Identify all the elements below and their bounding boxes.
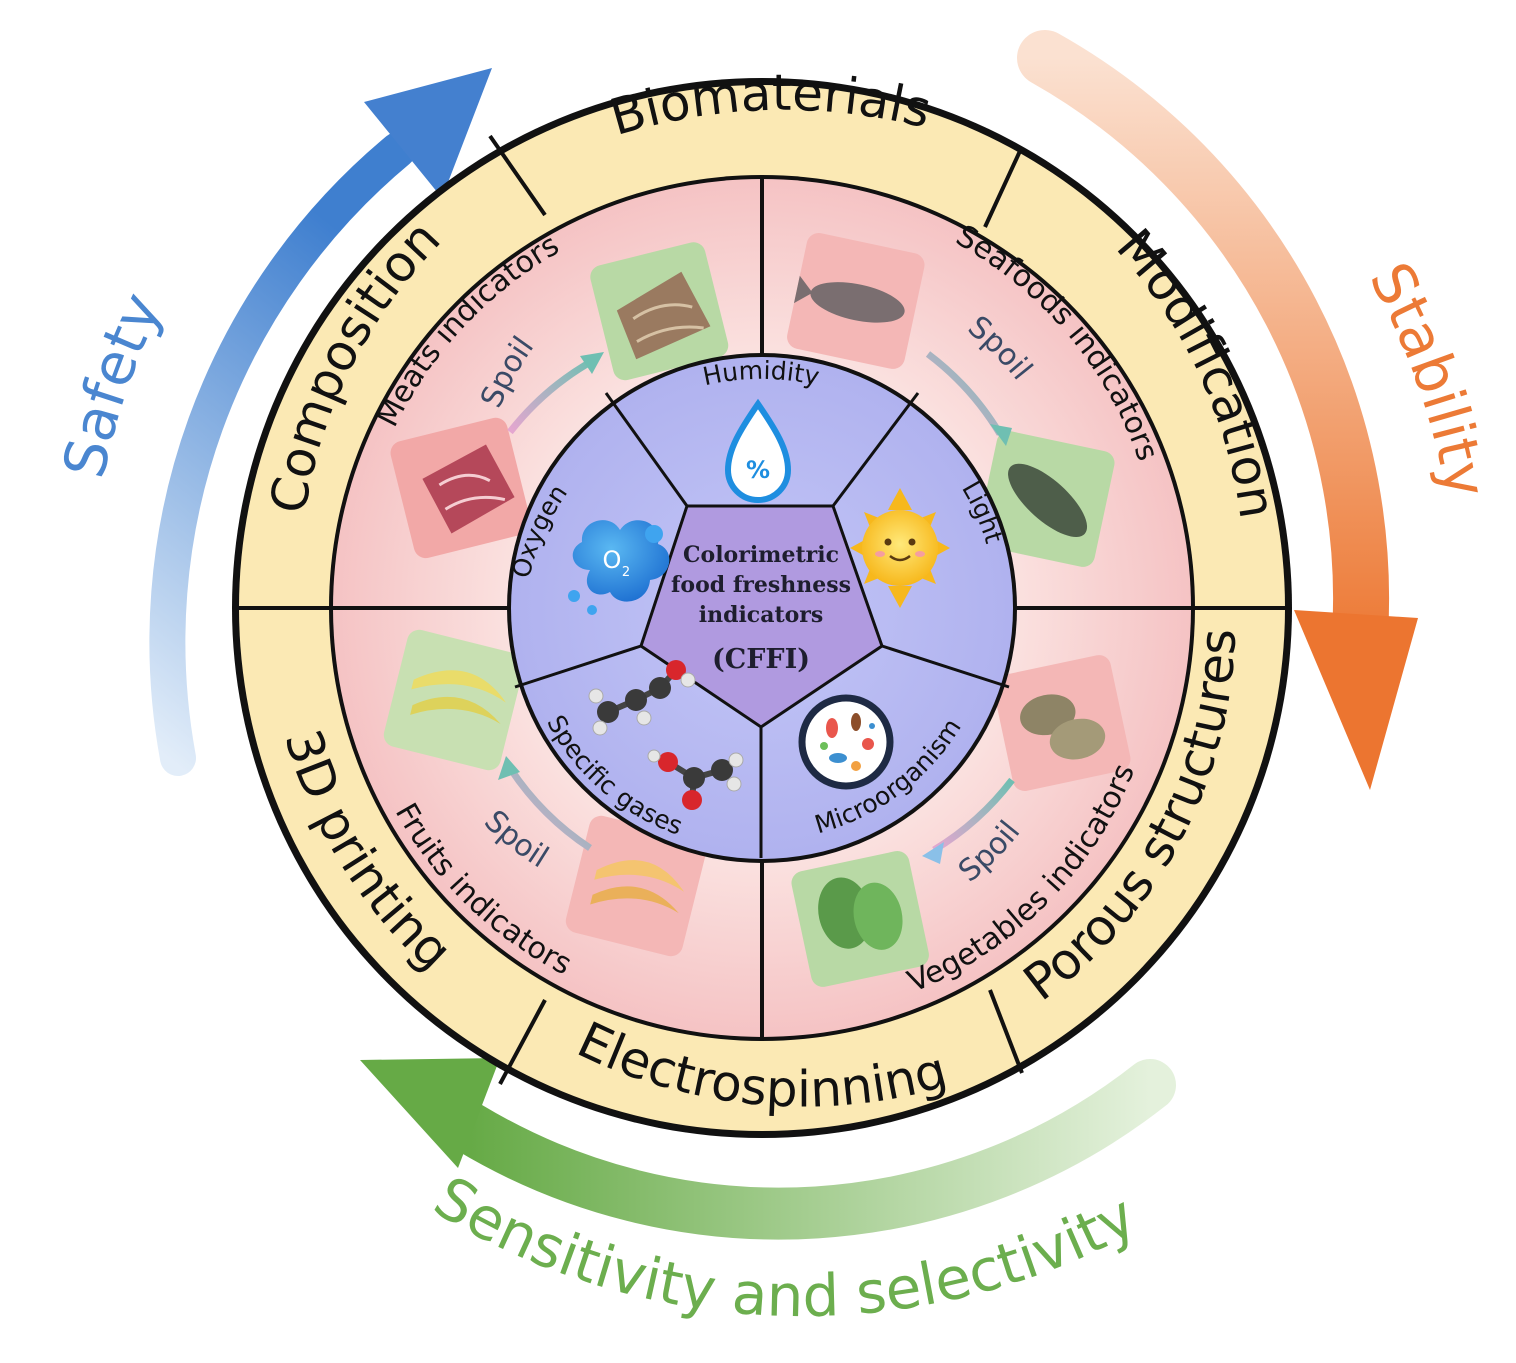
spoiled-meat-photo [590,242,729,381]
spoiled-fish-photo [977,431,1115,567]
molecule-icon [588,660,696,736]
safety-arrow [149,68,492,776]
food-cards [383,233,1131,987]
fresh-fish-photo [787,233,925,369]
center-abbreviation: (CFFI) [712,644,810,675]
acetic-acid-molecule-icon [647,749,744,810]
percent-symbol: % [746,456,770,484]
vegetable-photo [993,655,1131,791]
raw-meat-photo [390,417,531,559]
fresh-vegetable-photo [791,851,929,987]
center-line-2: food freshness [671,572,851,598]
microorganism-petri-icon [798,694,894,790]
center-line-1: Colorimetric [683,542,839,568]
water-drop-icon: % [724,398,792,503]
safety-label: Safety [50,282,175,483]
oxygen-subscript: 2 [622,565,630,580]
sensitivity-arrow [360,1058,1176,1240]
stability-arrow [1017,30,1418,790]
sun-icon [850,488,950,608]
spoiled-banana-photo [565,815,707,957]
spoil-arrows [498,351,1015,864]
oxygen-symbol: O [603,546,622,574]
factor-dividers [514,392,1010,858]
center-line-3: indicators [699,602,824,628]
center-title: Colorimetric food freshness indicators (… [671,542,851,675]
stability-label: Stability [1356,252,1500,503]
ripe-banana-photo [383,629,525,771]
oxygen-cloud-icon: O 2 [568,520,670,615]
center-pentagon [639,504,884,729]
wheel: % O [232,64,1292,1138]
